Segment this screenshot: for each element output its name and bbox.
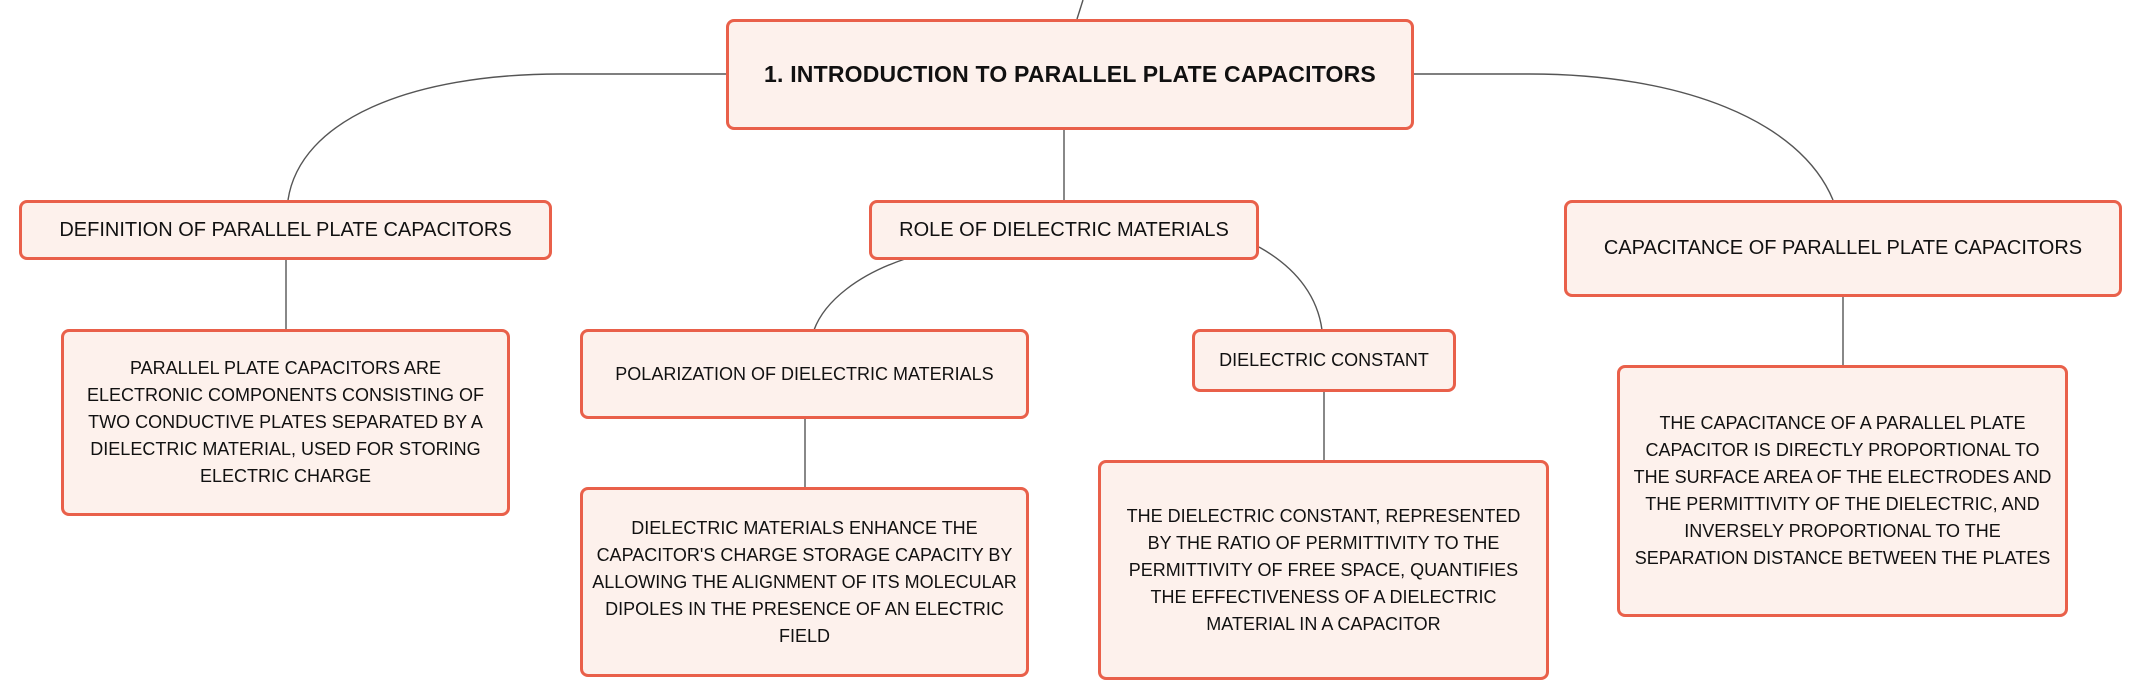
root-topic-label: 1. Introduction to Parallel Plate Capaci… (764, 61, 1376, 87)
connector-root-definition (287, 73, 727, 201)
topic-polarization-label: Polarization of Dielectric Materials (615, 363, 994, 384)
topic-capacitance-label: Capacitance of Parallel Plate Capacitors (1603, 237, 2083, 259)
topic-capacitance[interactable]: Capacitance of Parallel Plate Capacitors (1564, 200, 2122, 297)
topic-dielectric-constant[interactable]: Dielectric Constant (1192, 329, 1456, 392)
connector-dielectric-role-polarization (813, 258, 906, 331)
root-topic[interactable]: 1. Introduction to Parallel Plate Capaci… (726, 19, 1414, 130)
topic-polarization[interactable]: Polarization of Dielectric Materials (580, 329, 1029, 419)
topic-definition-label: Definition of Parallel Plate Capacitors (59, 218, 512, 241)
connector-root-parent (1076, 0, 1084, 20)
detail-polarization-text: Dielectric materials enhance the capacit… (592, 517, 1017, 646)
topic-dielectric-role-label: Role of Dielectric Materials (899, 218, 1229, 241)
connector-dielectric-role-constant (1258, 246, 1323, 331)
detail-capacitance[interactable]: The capacitance of a parallel plate capa… (1617, 365, 2068, 617)
connector-root-capacitance (1413, 73, 1834, 201)
topic-dielectric-constant-label: Dielectric Constant (1219, 350, 1429, 370)
detail-capacitance-text: The capacitance of a parallel plate capa… (1633, 413, 2052, 568)
topic-dielectric-role[interactable]: Role of Dielectric Materials (869, 200, 1259, 260)
detail-dielectric-constant-text: The dielectric constant, represented by … (1126, 505, 1521, 634)
detail-polarization[interactable]: Dielectric materials enhance the capacit… (580, 487, 1029, 677)
topic-definition[interactable]: Definition of Parallel Plate Capacitors (19, 200, 552, 260)
detail-definition-text: Parallel plate capacitors are electronic… (86, 358, 485, 486)
detail-dielectric-constant[interactable]: The dielectric constant, represented by … (1098, 460, 1549, 680)
detail-definition[interactable]: Parallel plate capacitors are electronic… (61, 329, 510, 516)
